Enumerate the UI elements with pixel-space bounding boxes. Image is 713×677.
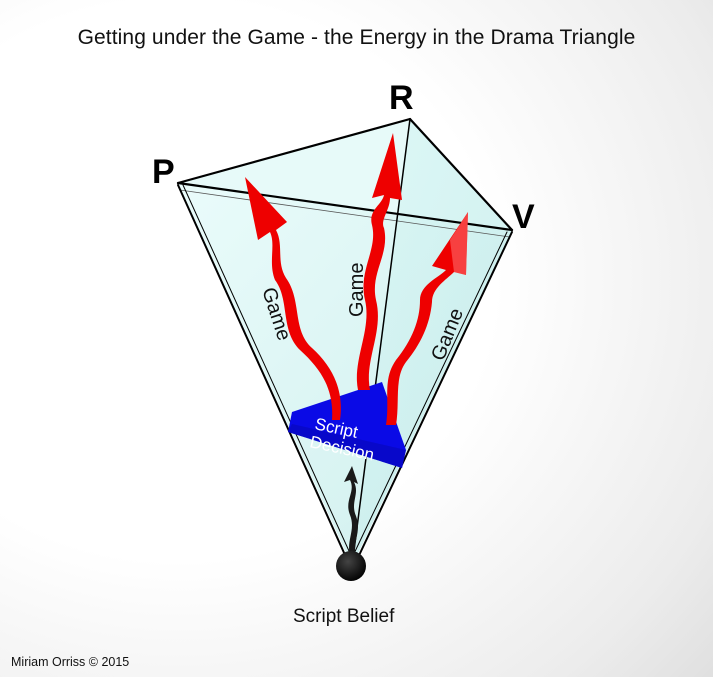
- script-belief-label: Script Belief: [293, 606, 395, 627]
- copyright-credit: Miriam Orriss © 2015: [11, 655, 130, 669]
- vertex-label-r: R: [389, 79, 414, 117]
- game-arrow-rescuer: [356, 133, 402, 390]
- game-label-middle: Game: [346, 263, 368, 317]
- vertex-label-v: V: [512, 198, 535, 236]
- game-arrow-victim: [386, 212, 468, 425]
- pyramid-edges: [176, 117, 514, 567]
- game-arrows: [245, 133, 468, 425]
- diagram-title: Getting under the Game - the Energy in t…: [77, 26, 636, 49]
- script-decision-shade: [288, 424, 406, 468]
- belief-arrow: [344, 466, 358, 556]
- game-arrow-persecutor: [245, 177, 341, 420]
- arrow-highlight: [450, 212, 468, 275]
- script-belief-dot: [336, 551, 366, 581]
- vertex-label-p: P: [152, 153, 175, 191]
